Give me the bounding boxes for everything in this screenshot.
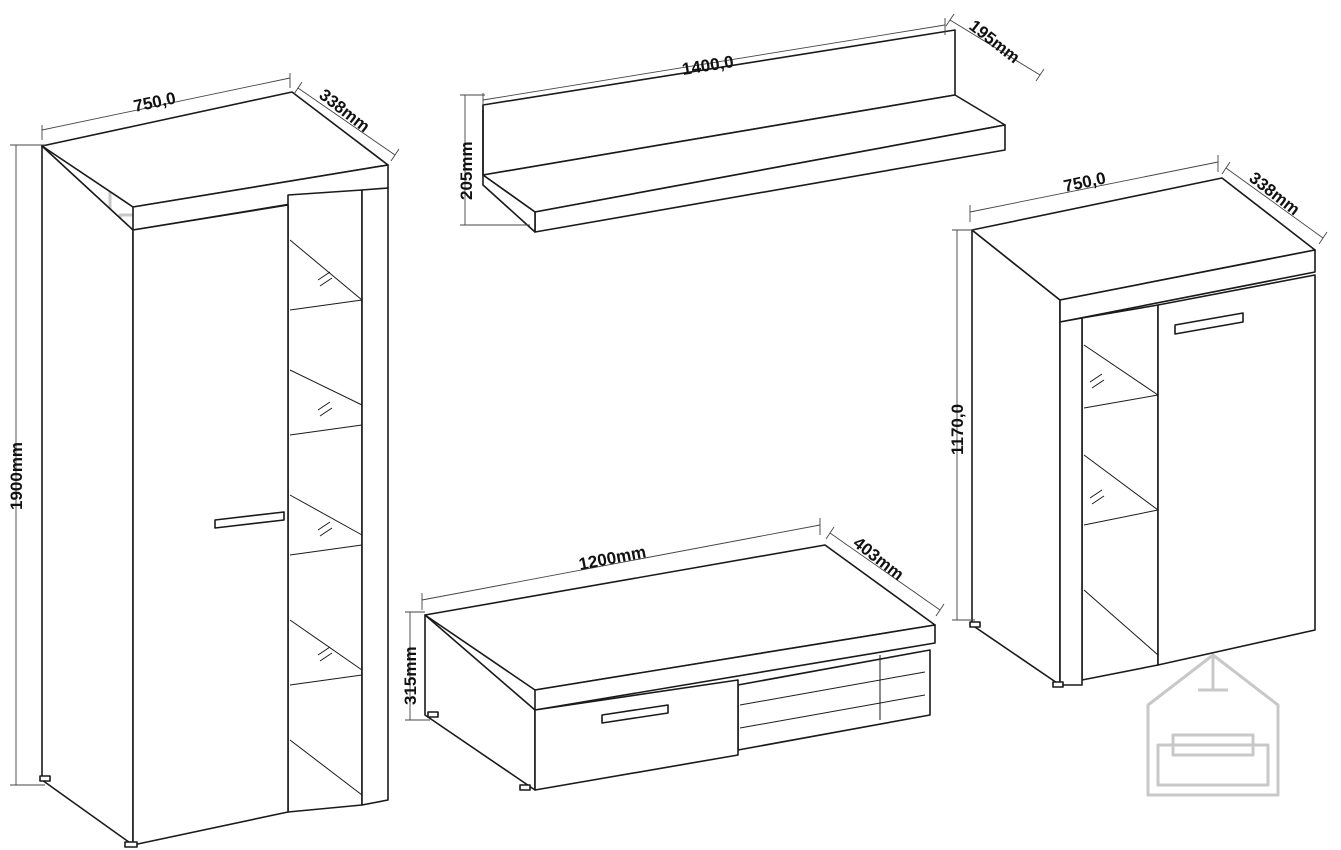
tall-cabinet-dimensions [10,73,400,786]
watermark-logo-bottom-right [1146,653,1280,797]
tall-cabinet-height-label: 1900mm [7,442,26,510]
wall-shelf-dimensions [460,13,1045,226]
door-handle [214,511,285,529]
wall-shelf [482,29,1006,233]
low-cabinet-width-label: 750,0 [1062,168,1108,195]
tall-cabinet-width-label: 750,0 [132,88,178,115]
door-handle [1174,312,1244,335]
tall-cabinet [39,91,389,848]
tv-stand [424,544,936,791]
drawer-handle [601,704,669,724]
wall-shelf-height-label: 205mm [457,141,476,200]
wall-shelf-depth-label: 195mm [966,16,1024,67]
low-cabinet [969,177,1316,688]
tv-stand-dimensions [405,518,945,721]
tv-stand-height-label: 315mm [401,646,420,705]
low-cabinet-height-label: 1170,0 [948,404,967,455]
low-cabinet-dimensions [952,155,1328,621]
tv-stand-width-label: 1200mm [577,542,647,574]
